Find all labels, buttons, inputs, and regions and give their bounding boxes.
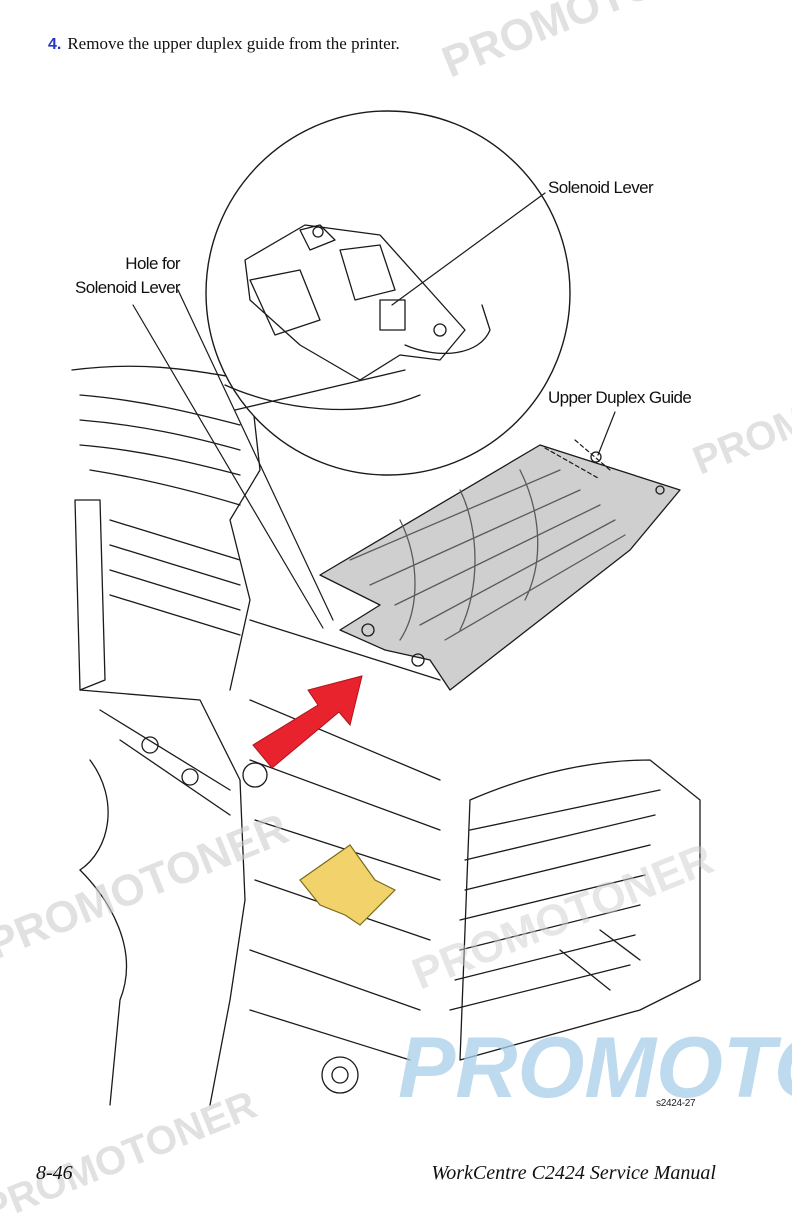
highlighted-part: [300, 845, 395, 925]
watermark-text-1: PROMOTONER: [435, 0, 750, 87]
figure-id: s2424-27: [656, 1098, 695, 1109]
callout-hole-line2: Solenoid Lever: [40, 278, 180, 298]
manual-title: WorkCentre C2424 Service Manual: [431, 1162, 716, 1185]
watermark-text-2: PROMOTONER: [687, 334, 792, 484]
printer-frame-left: [72, 366, 260, 1105]
watermark-text-3: PROMOTONER: [0, 804, 295, 969]
watermark-text-4: PROMOTONER: [405, 834, 720, 999]
watermark-text-blue: PROMOTONER: [398, 1020, 792, 1116]
callout-upper-duplex-guide: Upper Duplex Guide: [548, 388, 691, 408]
watermark-text-5: PROMOTONER: [0, 1083, 263, 1224]
magnified-inset: [206, 111, 570, 475]
callout-solenoid-lever: Solenoid Lever: [548, 178, 653, 198]
callout-hole-line1: Hole for: [40, 254, 180, 274]
upper-duplex-guide: [320, 445, 680, 690]
page-number: 8-46: [36, 1162, 73, 1185]
removal-direction-arrow: [253, 676, 362, 768]
